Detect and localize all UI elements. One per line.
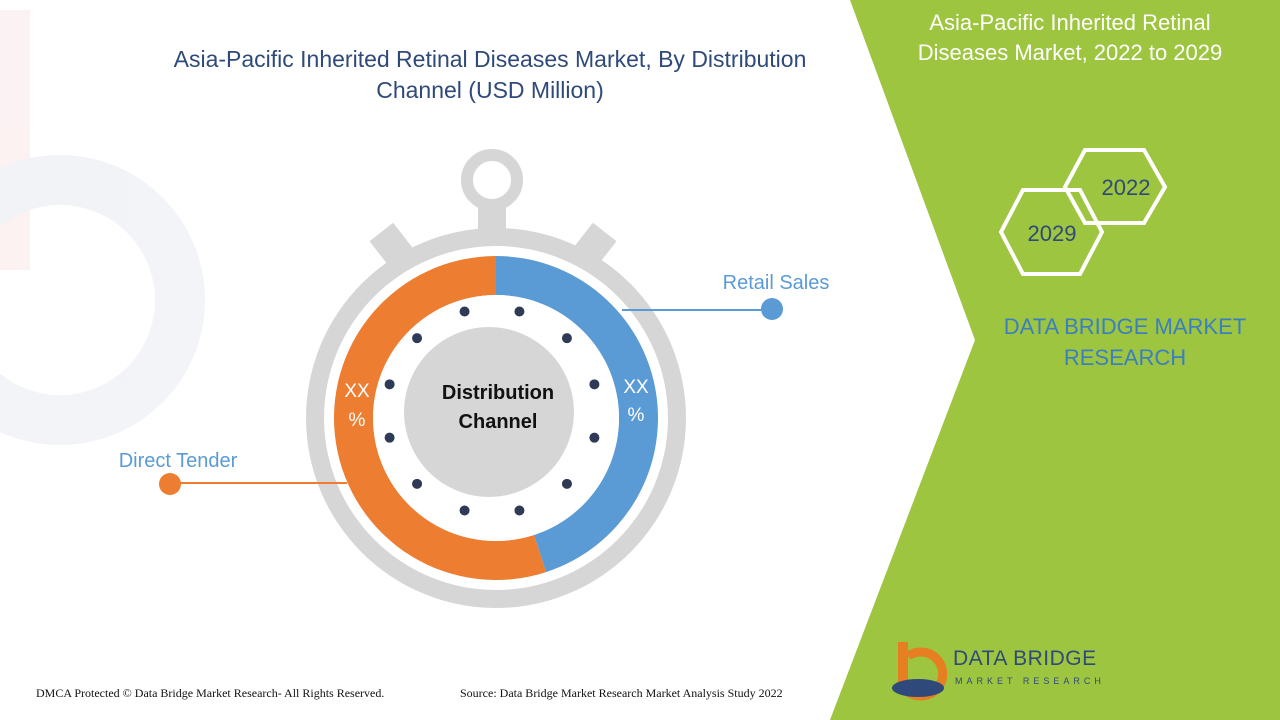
callout-retail-sales: Retail Sales [622,272,829,320]
dial-dot [514,505,525,516]
dial-dots [384,306,600,516]
brand-text: DATA BRIDGE MARKET RESEARCH [1003,314,1247,370]
legend-retail-sales: Retail Sales [723,272,830,294]
green-panel [830,0,1280,720]
callout-direct-tender: Direct Tender [119,450,347,495]
callout-dot-tender [159,473,181,495]
callout-dot-retail [761,298,783,320]
dial-dot [561,333,572,344]
logo-name: DATA BRIDGE [953,647,1097,670]
hexagon-2029 [998,188,1105,276]
retail-percent-sign: % [628,405,645,426]
stopwatch-ring [461,149,523,211]
dial-dot [589,432,600,443]
center-label-line-1: Distribution [442,382,554,404]
dial-dot [514,306,525,317]
dial-dot [561,478,572,489]
dial-dot [459,306,470,317]
year-2029: 2029 [1028,221,1077,246]
copyright-note: DMCA Protected © Data Bridge Market Rese… [36,686,385,700]
retail-percent-xx: XX [623,377,649,398]
hexagon-2022 [1062,148,1168,225]
dial-dot [589,379,600,390]
year-2022: 2022 [1102,175,1151,200]
tender-percent-label: XX % [344,381,370,431]
watermark [0,10,205,445]
segment-direct-tender [334,256,547,580]
tender-percent-sign: % [349,410,366,431]
retail-percent-label: XX % [623,377,649,426]
segment-retail-sales [496,256,659,573]
chart-title: Asia-Pacific Inherited Retinal Diseases … [173,46,807,103]
logo-mark [892,642,948,701]
source-note: Source: Data Bridge Market Research Mark… [460,686,783,700]
legend-direct-tender: Direct Tender [119,450,238,472]
center-label-line-2: Channel [459,411,538,433]
tender-percent-xx: XX [344,381,370,402]
logo-subtitle: MARKET RESEARCH [955,676,1105,686]
center-disc [404,327,574,497]
dial-dot [384,379,395,390]
dial-dot [412,333,423,344]
dial-dot [384,432,395,443]
side-panel-title: Asia-Pacific Inherited Retinal Diseases … [917,10,1223,65]
dial-dot [412,478,423,489]
dial-dot [459,505,470,516]
